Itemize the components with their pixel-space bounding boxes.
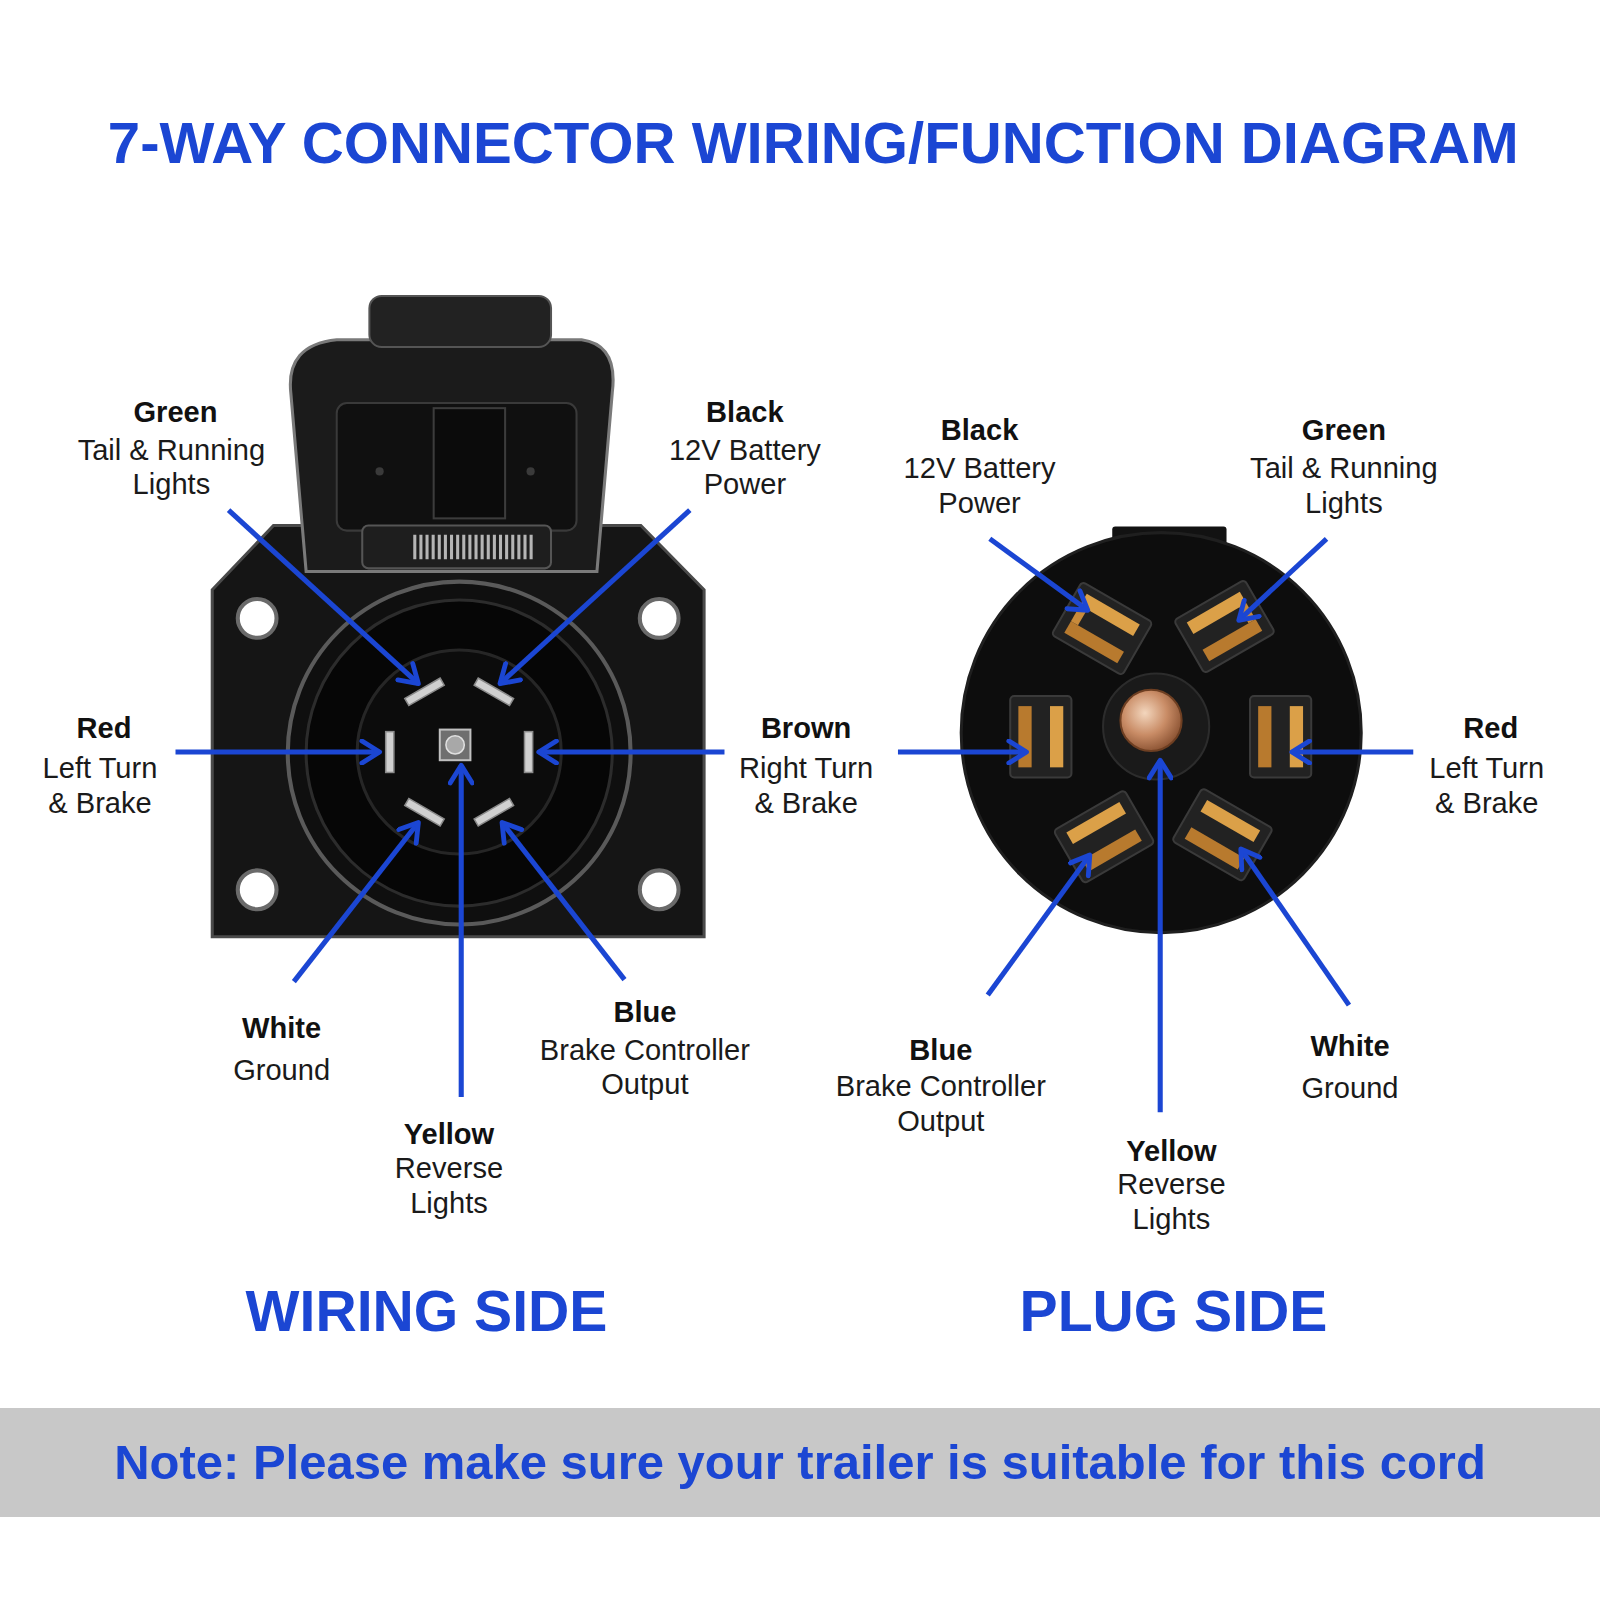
mounting-flange xyxy=(212,526,704,937)
leader-line xyxy=(539,749,725,754)
center-pin-ring xyxy=(1103,673,1209,779)
wire-color-name: Black xyxy=(706,395,784,430)
wire-color-name: Black xyxy=(941,413,1019,448)
slot-contact xyxy=(1187,592,1247,634)
pin-function: 12V Battery Power xyxy=(883,451,1077,521)
slot-recess xyxy=(1174,580,1275,674)
slot-recess xyxy=(1250,696,1311,778)
leader-line xyxy=(294,822,418,981)
note-band: Note: Please make sure your trailer is s… xyxy=(0,1408,1600,1517)
slot-contact xyxy=(1064,621,1124,663)
leader-line xyxy=(500,510,690,683)
slot-contact xyxy=(1082,829,1142,871)
terminal-blade xyxy=(474,799,513,826)
pin-function: Ground xyxy=(1302,1071,1399,1106)
wire-color-name: White xyxy=(242,1011,321,1046)
wire-color-name: Blue xyxy=(613,995,676,1030)
leader-line xyxy=(459,765,464,1097)
wire-color-name: Green xyxy=(133,395,217,430)
wire-color-name: Yellow xyxy=(404,1117,495,1152)
center-screw-plate xyxy=(440,730,471,761)
terminal xyxy=(524,732,532,773)
leader-line xyxy=(176,749,380,754)
lid-dot xyxy=(527,467,535,475)
terminal xyxy=(405,799,444,826)
leader-line xyxy=(990,539,1088,610)
hinge xyxy=(362,526,551,569)
mounting-hole xyxy=(640,870,679,909)
leader-line xyxy=(1292,749,1413,754)
mounting-hole xyxy=(238,599,277,638)
lid-tab xyxy=(369,296,551,347)
center-pin xyxy=(1120,690,1181,751)
terminal xyxy=(386,732,394,773)
terminal-blade xyxy=(474,678,513,705)
pin-function: Brake Controller Output xyxy=(520,1033,770,1103)
slot-recess xyxy=(1172,788,1273,882)
pin-function: Ground xyxy=(233,1053,330,1088)
leader-line xyxy=(1158,760,1163,1112)
wire-color-name: Red xyxy=(1463,711,1518,746)
pin-function: Reverse Lights xyxy=(1100,1167,1243,1237)
pin-function: Brake Controller Output xyxy=(816,1069,1066,1139)
leader-line xyxy=(1241,849,1349,1005)
wire-color-name: White xyxy=(1310,1029,1389,1064)
leader-line xyxy=(1239,539,1327,621)
slot-contact xyxy=(1080,594,1140,636)
lid-inner-panel xyxy=(337,403,577,531)
slot-contact xyxy=(1066,802,1126,844)
slot-contact xyxy=(1185,827,1245,869)
slot-contact xyxy=(1050,706,1063,767)
plug-slot xyxy=(1174,580,1275,674)
terminal-blade xyxy=(405,678,444,705)
leader-line xyxy=(898,749,1027,754)
mounting-hole xyxy=(238,870,277,909)
wire-color-name: Brown xyxy=(761,711,851,746)
center-screw xyxy=(446,736,464,754)
slot-recess xyxy=(1010,696,1071,778)
note-text: Note: Please make sure your trailer is s… xyxy=(114,1433,1486,1492)
terminal-blade xyxy=(405,799,444,826)
terminal-blade xyxy=(524,732,532,773)
leader-line xyxy=(988,855,1090,995)
plug-slot xyxy=(1053,790,1154,884)
pin-function: Left Turn & Brake xyxy=(1421,751,1552,821)
slot-recess xyxy=(1053,790,1154,884)
lid-rib xyxy=(434,408,505,518)
plug-slot xyxy=(1172,788,1273,882)
wire-color-name: Blue xyxy=(909,1033,972,1068)
socket-lid xyxy=(290,340,613,572)
slot-contact xyxy=(1203,619,1263,661)
pin-function: Reverse Lights xyxy=(378,1151,521,1221)
terminal xyxy=(474,678,513,705)
mounting-hole xyxy=(640,599,679,638)
slot-contact xyxy=(1201,800,1261,842)
pin-function: Tail & Running Lights xyxy=(1229,451,1459,521)
pin-function: Tail & Running Lights xyxy=(57,433,287,503)
slot-contact xyxy=(1290,706,1303,767)
slot-contact xyxy=(1258,706,1271,767)
diagram-title: 7-WAY CONNECTOR WIRING/FUNCTION DIAGRAM xyxy=(108,108,1519,178)
plug-slot xyxy=(1250,696,1311,778)
pin-function: 12V Battery Power xyxy=(648,433,842,503)
wire-color-name: Green xyxy=(1302,413,1386,448)
terminal-blade xyxy=(386,732,394,773)
leader-line xyxy=(229,510,419,683)
leader-line xyxy=(502,822,624,979)
lid-dot xyxy=(376,467,384,475)
leader-lines xyxy=(176,510,1414,1112)
terminal xyxy=(474,799,513,826)
plug-slot xyxy=(1010,696,1071,778)
side-heading: PLUG SIDE xyxy=(1020,1277,1328,1346)
wire-color-name: Yellow xyxy=(1126,1134,1217,1169)
wire-color-name: Red xyxy=(77,711,132,746)
terminal xyxy=(405,678,444,705)
pin-function: Right Turn & Brake xyxy=(732,751,881,821)
slot-contact xyxy=(1018,706,1031,767)
side-heading: WIRING SIDE xyxy=(246,1277,608,1346)
hinge-spring xyxy=(413,535,532,559)
pin-function: Left Turn & Brake xyxy=(35,751,166,821)
